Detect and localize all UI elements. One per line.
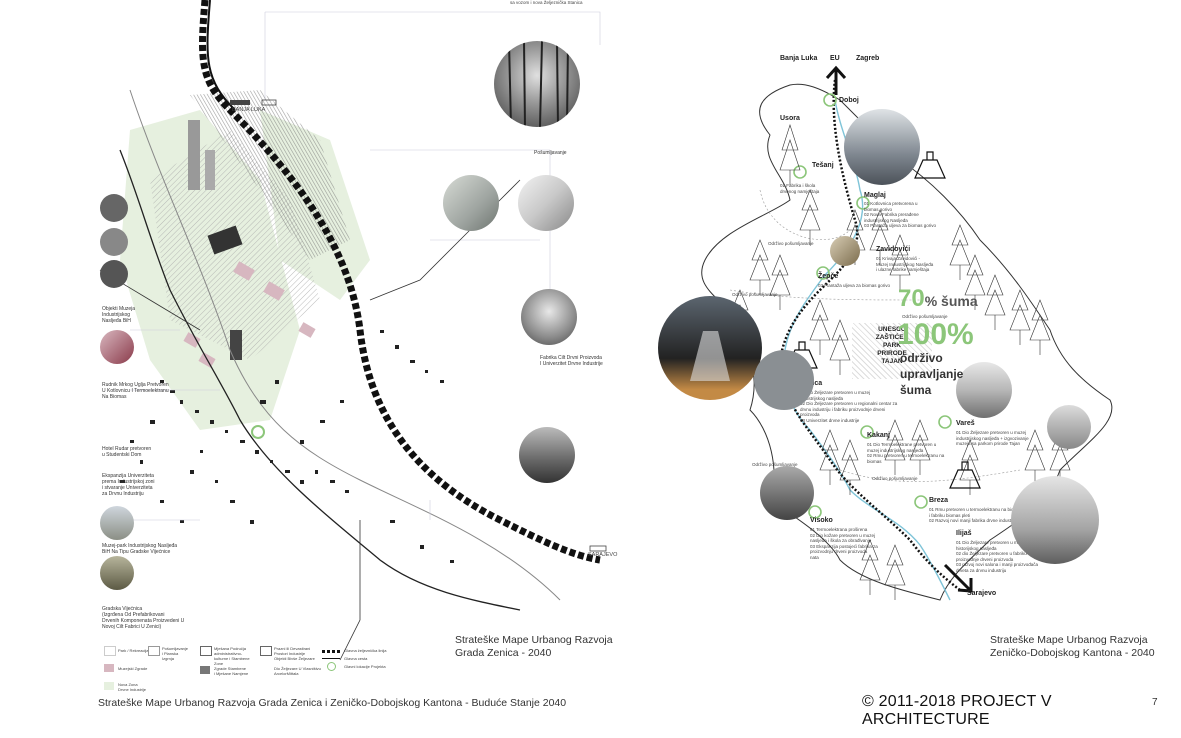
town-tesanj: Tešanj [812, 162, 834, 169]
town-zepce: Žepče [818, 273, 839, 280]
museum-park-note: Muzej-park Industrijskog Nasljeđa BiH Na… [102, 543, 178, 555]
stat-70-value: 70 [898, 285, 925, 312]
factory-hall-photo [519, 427, 575, 483]
legend-swatch-project [327, 662, 336, 671]
coal-mine-note: Rudnik Mrkog Uglja Pretvoren U Kotlovnic… [102, 382, 169, 400]
left-map-drawing [99, 0, 607, 661]
banja-luka-label: BANJA LUKA [232, 107, 266, 113]
city-hall-note: Gradska Vijećnica (Izgrđena Od Prefabrik… [102, 606, 185, 630]
ilijas-note: 01 Dio Željezare pretvoren u muzej histo… [956, 540, 1039, 573]
factory-interior-photo-2 [521, 289, 577, 345]
town-doboj: Doboj [839, 97, 859, 104]
reforestation-note: Pošumljavanje [534, 150, 567, 156]
town-usora: Usora [780, 115, 800, 122]
left-map-caption: Strateške Mape Urbanog Razvoja Grada Zen… [455, 634, 613, 659]
left-photo-1 [100, 194, 128, 222]
legend-residential: Zgrade Stambene i Mješane Namjene [214, 666, 249, 676]
town-kakanj: Kakanj [867, 432, 890, 439]
factory-cilt-note: Fabrika Cilt Drvni Proizvoda I Univerzit… [540, 355, 603, 367]
factory-interior-photo-1 [443, 175, 499, 231]
zenica-large-photo [658, 296, 762, 400]
zepce-note: 03 Plantaža uljeva za biomas gorivo [818, 283, 891, 288]
legend-swatch-road [322, 658, 340, 659]
sarajevo-label: SARAJEVO [588, 552, 618, 558]
legend-swatch-wood-zone [104, 682, 114, 690]
doboj-photo [844, 109, 920, 185]
vares-note: 01 Dio Željezare pretvoren u muzej indus… [956, 430, 1029, 446]
university-photo [100, 506, 134, 540]
right-map: Banja Luka EU Zagreb Sarajevo Doboj Usor… [640, 0, 1181, 700]
page-number: 7 [1152, 697, 1158, 708]
town-zavidovici: Zavidovići [876, 246, 911, 253]
legend-reforest: Pošumljavanje i Planska Izgrnja [162, 646, 189, 661]
legend-swatch-park [104, 646, 116, 656]
visoko-note: 01 Termoelektrana proširena 02 Dio kožar… [810, 527, 878, 560]
legend-museum: Muzejski Zgrade [118, 666, 148, 671]
vares-right-photo [1047, 405, 1091, 449]
right-map-caption: Strateške Mape Urbanog Razvoja Zeničko-D… [990, 634, 1155, 659]
legend-mixed: Mješana Područja administrativno- kultur… [214, 646, 250, 666]
sustainable-label-1: Održivo pošumljavanje [768, 241, 814, 246]
footer-caption: Strateške Mape Urbanog Razvoja Grada Zen… [98, 697, 567, 709]
legend-project: Glavni lokacije Projekta [344, 664, 386, 669]
stat-70: 70% šuma [898, 285, 978, 315]
zavidovici-photo [830, 236, 860, 266]
stat-text: održivo upravljanje šuma [900, 351, 964, 397]
museum-photo [100, 330, 134, 364]
legend-wood-zone: Nova Zona Drvne Industrije [118, 682, 147, 692]
legend-park: Park / Rekreacija [118, 648, 149, 653]
zenica-interior-photo [754, 350, 814, 410]
town-maglaj: Maglaj [864, 192, 886, 199]
label-banja-luka: Banja Luka [780, 55, 818, 62]
legend-swatch-reforest [148, 646, 160, 656]
zavidovici-note: 01 Krivaja Zavidovići - Muzej Industrijs… [876, 256, 934, 272]
left-photo-3 [100, 260, 128, 288]
stat-100: 100% [897, 318, 974, 351]
workshop-photo [518, 175, 574, 231]
visoko-photo [760, 466, 814, 520]
sustainable-label-4: Održivo pošumljavanje [872, 476, 918, 481]
legend-swatch-rail [322, 650, 340, 653]
legend-swatch-residential [200, 666, 210, 674]
stat-70-unit: % šuma [924, 293, 978, 309]
forest-photo [494, 41, 580, 127]
label-eu: EU [830, 55, 840, 62]
university-expansion-note: Ekspanzija Univerziteta prema Industrijs… [102, 473, 155, 497]
legend-vacant: Prazni ili Devastirani Prostori Industri… [274, 646, 315, 661]
legend-swatch-museum [104, 664, 114, 672]
legend-swatch-mixed [200, 646, 212, 656]
vares-photo [956, 362, 1012, 418]
legend-swatch-vacant [260, 646, 272, 656]
museum-objects-note: Objekti Muzeja Industrijskog Nasljeđa Bi… [102, 306, 136, 324]
breza-note: 01 Rmu pretvoren u termoelektranu na bio… [929, 507, 1022, 523]
copyright: © 2011-2018 PROJECT V ARCHITECTURE [862, 693, 1052, 728]
left-photo-2 [100, 228, 128, 256]
legend-arcelor: Dio Željezare U Vlasništvu ArcelorMittal… [274, 666, 321, 676]
unesco-text: UNESCO ZAŠTIĆEN PARK PRIRODE TAJAN [875, 326, 909, 365]
sustainable-label-3: Održivo pošumljavanje [902, 314, 948, 319]
town-visoko: Visoko [810, 517, 833, 524]
sustainable-label-2: Održivo pošumljavanje [732, 292, 778, 297]
left-map: sa vozom i nova Željeznička Stanica BANJ… [99, 0, 618, 692]
city-hall-photo [100, 556, 134, 590]
town-ilijas: Ilijaš [956, 530, 972, 537]
label-zagreb: Zagreb [856, 55, 880, 62]
unesco-park-block [852, 323, 932, 379]
legend-road: Glavna cesta [344, 656, 368, 661]
kakanj-note: 01 Dio Termoelektrane pretvoren u muzej … [867, 442, 945, 464]
sustainable-label-5: Održivo pošumljavanje [752, 462, 798, 467]
town-vares: Vareš [956, 420, 975, 427]
town-breza: Breza [929, 497, 949, 504]
maglaj-note: 01 Kotlovnica pretvorena u biomas gorivo… [864, 201, 937, 228]
label-sarajevo: Sarajevo [967, 590, 997, 597]
legend-rail: Glavna željeznička linija [344, 648, 387, 653]
ilijas-photo [1011, 476, 1099, 564]
top-note: sa vozom i nova Željeznička Stanica [510, 0, 583, 5]
tesanj-note: 01 Fabrika i škola drvenog namještaja [780, 183, 820, 194]
hotel-rudar-note: Hotel Rudar pretvoren u Studentski Dom [102, 446, 152, 458]
zenica-note: 01 Dio Željezare pretvoren u muzej indus… [800, 390, 898, 423]
